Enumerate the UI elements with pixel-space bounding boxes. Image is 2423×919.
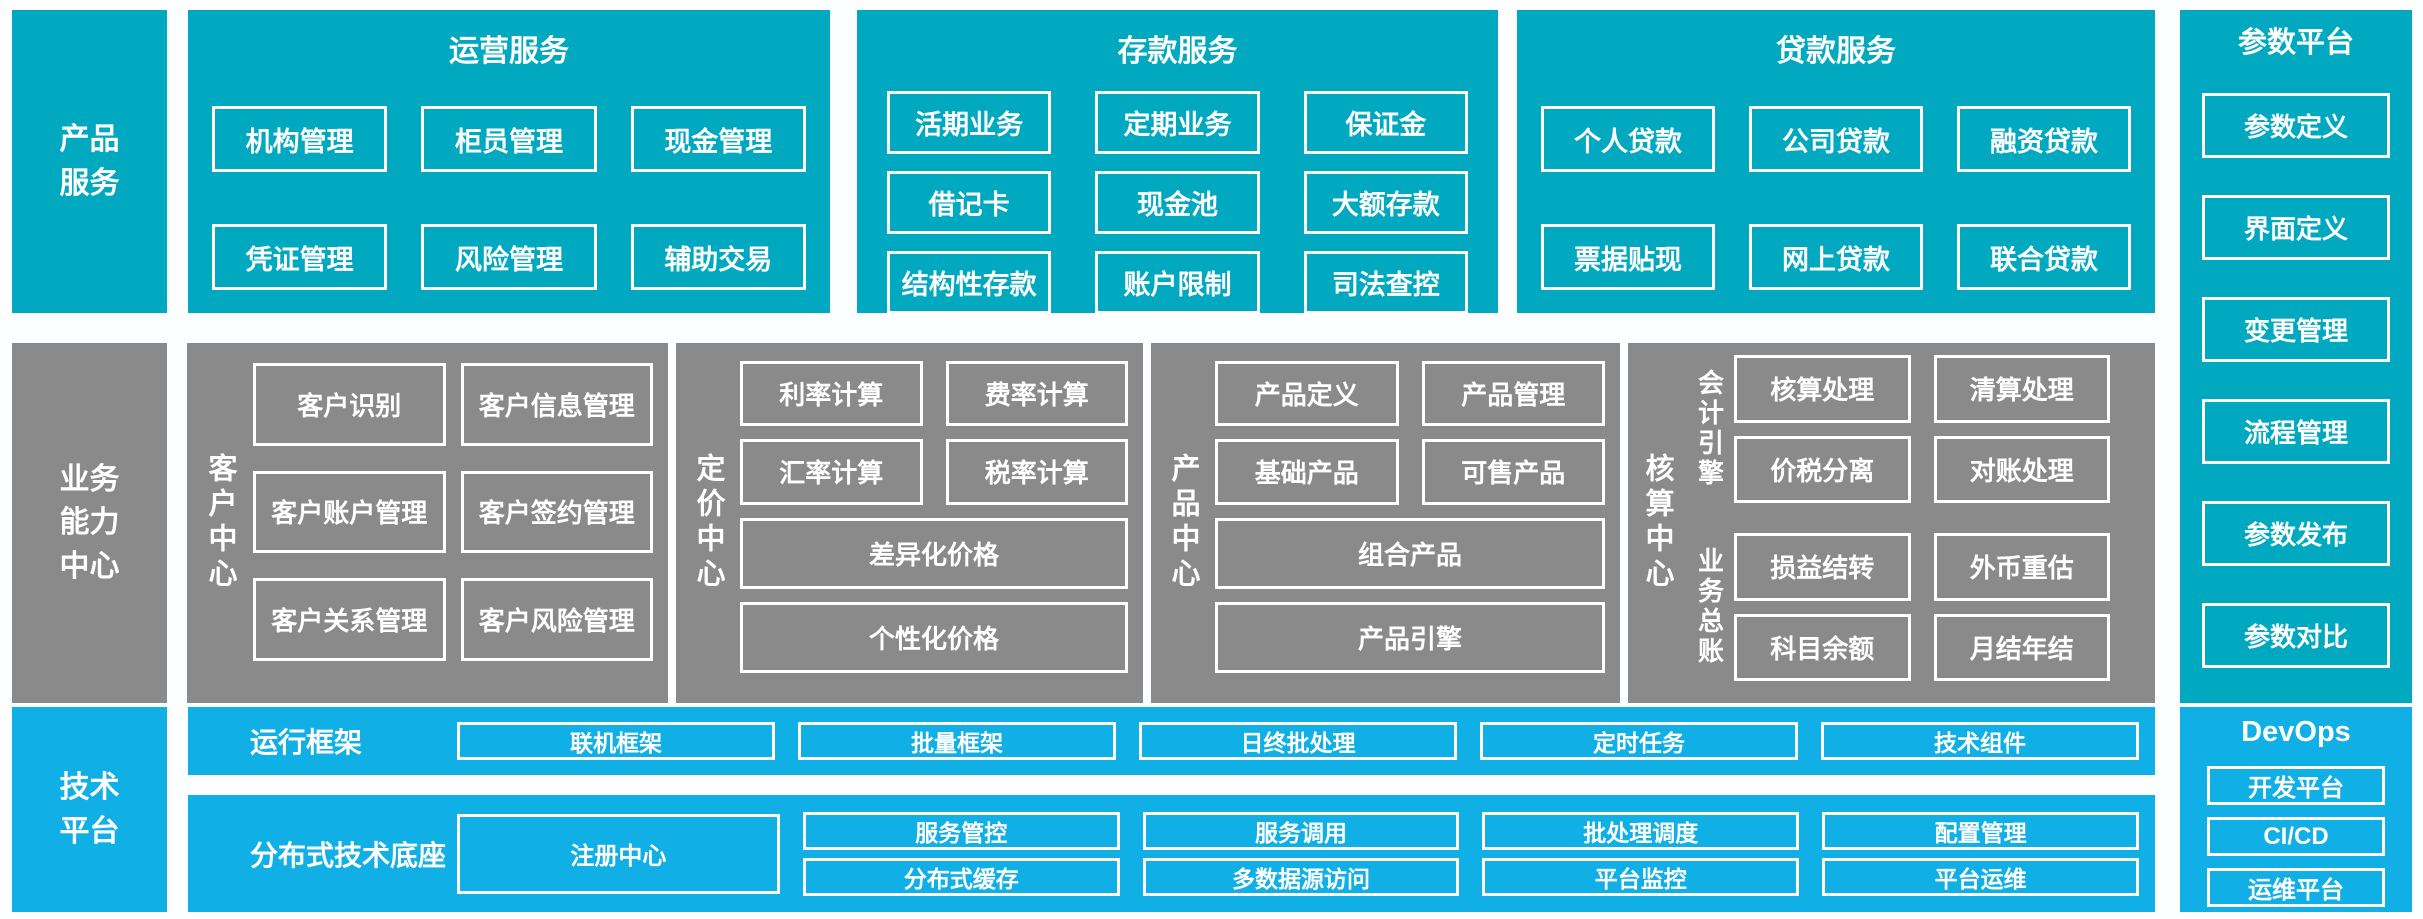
diagram-box-dev-platform: 开发平台 <box>2207 766 2385 805</box>
diagram-box-customer-contract: 客户签约管理 <box>460 470 653 554</box>
diagram-box-account-limit: 账户限制 <box>1095 251 1260 314</box>
diagram-box-bill-discount: 票据贴现 <box>1541 224 1715 290</box>
diagram-box-personalized-price: 个性化价格 <box>740 601 1128 673</box>
diagram-box-risk-mgmt: 风险管理 <box>421 224 597 290</box>
diagram-box-param-publish: 参数发布 <box>2202 501 2390 566</box>
diagram-box-interest-calc: 利率计算 <box>740 361 923 427</box>
rail-label-product-services: 产品 服务 <box>12 10 167 313</box>
diagram-box-scheduled-task: 定时任务 <box>1480 722 1798 760</box>
diagram-box-org-mgmt: 机构管理 <box>212 106 388 172</box>
diagram-box-config-mgmt: 配置管理 <box>1822 811 2139 850</box>
bar-runtime-framework: 运行框架 联机框架 批量框架 日终批处理 定时任务 技术组件 <box>188 707 2155 775</box>
diagram-box-ops-platform: 运维平台 <box>2207 868 2385 907</box>
diagram-box-term-biz: 定期业务 <box>1095 91 1260 154</box>
diagram-box-accounting-process: 核算处理 <box>1734 355 1911 423</box>
panel-devops-title: DevOps <box>2241 716 2351 748</box>
diagram-box-fx-revaluation: 外币重估 <box>1933 533 2110 601</box>
diagram-box-pl-carryover: 损益结转 <box>1734 533 1911 601</box>
diagram-box-ui-define: 界面定义 <box>2202 195 2390 260</box>
diagram-box-service-governance: 服务管控 <box>802 811 1120 850</box>
diagram-box-aux-trade: 辅助交易 <box>630 224 806 290</box>
diagram-box-customer-id: 客户识别 <box>253 363 446 446</box>
bar-distributed-label: 分布式技术底座 <box>250 839 447 871</box>
diagram-box-price-tax-split: 价税分离 <box>1734 435 1911 503</box>
panel-loan-title: 贷款服务 <box>1776 35 1896 68</box>
diagram-box-reconciliation: 对账处理 <box>1933 435 2110 503</box>
panel-product-center: 产品中心 产品定义 产品管理 基础产品 可售产品 组合产品 产品引擎 <box>1151 343 1620 703</box>
diagram-box-online-framework: 联机框架 <box>457 722 775 760</box>
diagram-box-basic-product: 基础产品 <box>1215 439 1399 505</box>
panel-customer-label: 客户中心 <box>204 453 236 593</box>
diagram-box-large-deposit: 大额存款 <box>1303 171 1468 234</box>
diagram-box-cash-mgmt: 现金管理 <box>630 106 806 172</box>
diagram-box-subject-balance: 科目余额 <box>1734 613 1911 681</box>
panel-deposit-services: 存款服务 活期业务 定期业务 保证金 借记卡 现金池 大额存款 结构性存款 账户… <box>857 10 1498 314</box>
diagram-box-sellable-product: 可售产品 <box>1421 439 1605 505</box>
diagram-box-tech-component: 技术组件 <box>1821 722 2139 760</box>
diagram-box-product-define: 产品定义 <box>1215 361 1399 427</box>
diagram-box-batch-schedule: 批处理调度 <box>1482 811 1800 850</box>
panel-operations-services: 运营服务 机构管理 柜员管理 现金管理 凭证管理 风险管理 辅助交易 <box>188 10 830 313</box>
diagram-box-platform-ops: 平台运维 <box>1822 857 2139 896</box>
panel-devops: DevOps 开发平台 CI/CD 运维平台 <box>2180 707 2412 912</box>
panel-operations-title: 运营服务 <box>449 35 569 68</box>
panel-deposit-title: 存款服务 <box>1117 35 1238 68</box>
diagram-box-multi-datasource: 多数据源访问 <box>1142 857 1460 896</box>
diagram-box-differential-price: 差异化价格 <box>740 517 1128 589</box>
diagram-box-demand-biz: 活期业务 <box>887 91 1052 154</box>
diagram-box-voucher-mgmt: 凭证管理 <box>212 224 388 290</box>
diagram-box-financing-loan: 融资贷款 <box>1957 106 2131 172</box>
diagram-box-exchange-calc: 汇率计算 <box>740 439 923 505</box>
diagram-box-combo-product: 组合产品 <box>1215 517 1605 589</box>
diagram-box-param-compare: 参数对比 <box>2202 603 2390 668</box>
diagram-box-joint-loan: 联合贷款 <box>1957 224 2131 290</box>
panel-loan-services: 贷款服务 个人贷款 公司贷款 融资贷款 票据贴现 网上贷款 联合贷款 <box>1517 10 2155 313</box>
diagram-box-online-loan: 网上贷款 <box>1749 224 1923 290</box>
panel-customer-center: 客户中心 客户识别 客户信息管理 客户账户管理 客户签约管理 客户关系管理 客户… <box>187 343 668 703</box>
diagram-box-clearing-process: 清算处理 <box>1933 355 2110 423</box>
panel-pricing-label: 定价中心 <box>692 453 724 593</box>
diagram-box-personal-loan: 个人贷款 <box>1541 106 1715 172</box>
diagram-box-process-mgmt: 流程管理 <box>2202 399 2390 464</box>
diagram-box-customer-risk: 客户风险管理 <box>460 578 653 661</box>
diagram-box-structured-deposit: 结构性存款 <box>887 251 1052 314</box>
panel-pricing-center: 定价中心 利率计算 费率计算 汇率计算 税率计算 差异化价格 个性化价格 <box>676 343 1143 703</box>
diagram-box-customer-relation: 客户关系管理 <box>253 578 446 661</box>
bar-runtime-label: 运行框架 <box>250 727 363 758</box>
bar-distributed-base: 分布式技术底座 注册中心 服务管控 分布式缓存 服务调用 多数据源访问 批处理调… <box>188 795 2155 912</box>
panel-accounting-center: 核算中心 会计引擎 核算处理 清算处理 价税分离 对账处理 业务总账 损益结转 … <box>1628 343 2155 703</box>
diagram-box-judicial-control: 司法查控 <box>1303 251 1468 314</box>
diagram-box-fee-calc: 费率计算 <box>945 361 1128 427</box>
diagram-box-debit-card: 借记卡 <box>887 171 1052 234</box>
panel-parameter-title: 参数平台 <box>2237 27 2354 59</box>
diagram-box-change-mgmt: 变更管理 <box>2202 297 2390 362</box>
diagram-box-month-year-end: 月结年结 <box>1933 613 2110 681</box>
diagram-box-platform-monitor: 平台监控 <box>1482 857 1800 896</box>
panel-parameter-platform: 参数平台 参数定义 界面定义 变更管理 流程管理 参数发布 参数对比 <box>2180 10 2412 703</box>
diagram-box-cash-pool: 现金池 <box>1095 171 1260 234</box>
diagram-box-product-mgmt: 产品管理 <box>1421 361 1605 427</box>
rail-label-business-capability: 业务 能力 中心 <box>12 343 167 703</box>
group-accounting-engine-label: 会计引擎 <box>1694 369 1725 489</box>
diagram-box-distributed-cache: 分布式缓存 <box>802 857 1120 896</box>
panel-product-label: 产品中心 <box>1167 453 1199 593</box>
group-business-ledger-label: 业务总账 <box>1694 547 1725 667</box>
diagram-box-margin: 保证金 <box>1303 91 1468 154</box>
diagram-box-param-define: 参数定义 <box>2202 93 2390 158</box>
diagram-box-product-engine: 产品引擎 <box>1215 601 1605 673</box>
diagram-box-customer-account: 客户账户管理 <box>253 470 446 554</box>
diagram-box-eod-batch: 日终批处理 <box>1139 722 1457 760</box>
diagram-box-cicd: CI/CD <box>2207 817 2385 856</box>
diagram-box-tax-calc: 税率计算 <box>945 439 1128 505</box>
diagram-box-teller-mgmt: 柜员管理 <box>421 106 597 172</box>
diagram-box-batch-framework: 批量框架 <box>798 722 1116 760</box>
rail-label-tech-platform: 技术 平台 <box>12 707 167 912</box>
panel-accounting-label: 核算中心 <box>1641 453 1673 593</box>
diagram-box-service-call: 服务调用 <box>1142 811 1460 850</box>
diagram-box-customer-info: 客户信息管理 <box>460 363 653 446</box>
diagram-box-corporate-loan: 公司贷款 <box>1749 106 1923 172</box>
diagram-box-registry-center: 注册中心 <box>457 813 780 894</box>
